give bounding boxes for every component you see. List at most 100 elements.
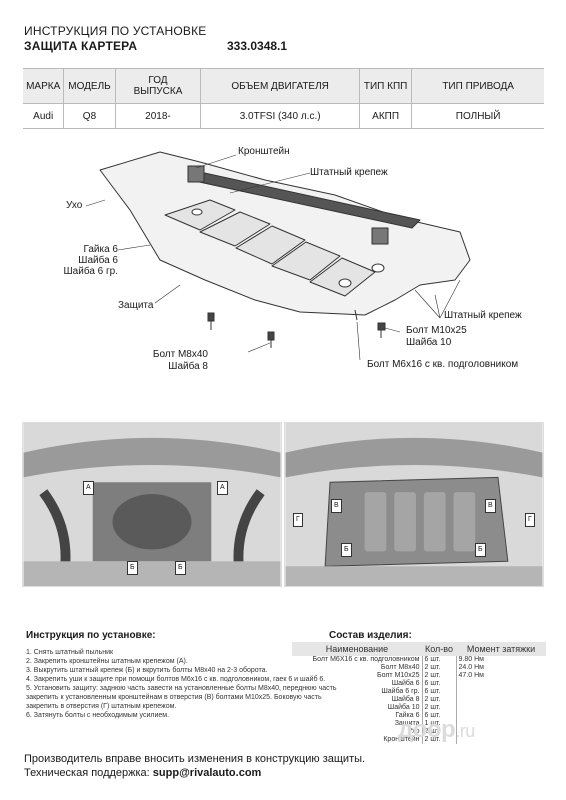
marker-g-right: Г [525, 513, 535, 527]
item-name: Ухо [408, 728, 420, 735]
watermark-main: доор [398, 716, 456, 743]
col-drive: ТИП ПРИВОДА [411, 68, 544, 104]
marker-b-right: Б [175, 561, 186, 575]
table-row: Шайба 6 гр.6 шт. [292, 688, 546, 696]
col-year: ГОД ВЫПУСКА [114, 68, 201, 104]
col-model: МОДЕЛЬ [63, 68, 116, 104]
part-number: 333.0348.1 [227, 39, 288, 53]
item-torque [456, 680, 546, 688]
label-washer: Шайба 6 [78, 255, 118, 266]
item-qty: 6 шт. [421, 680, 457, 688]
label-std-fastener-top: Штатный крепеж [310, 167, 388, 178]
label-bracket: Кронштейн [238, 146, 290, 157]
item-qty: 6 шт. [421, 656, 457, 664]
marker-b-right: Б [475, 543, 486, 557]
footer-disclaimer: Производитель вправе вносить изменения в… [24, 753, 366, 765]
item-qty: 2 шт. [421, 696, 457, 704]
cell-engine: 3.0TFSI (340 л.с.) [200, 103, 360, 129]
instruction-step: 1. Снять штатный пыльник [26, 649, 114, 656]
watermark-tld: .ru [455, 721, 475, 741]
item-qty: 2 шт. [421, 736, 457, 744]
vehicle-spec-table: МАРКА МОДЕЛЬ ГОД ВЫПУСКА ОБЪЕМ ДВИГАТЕЛЯ… [23, 68, 544, 129]
marker-v-left: В [331, 499, 342, 513]
label-nut: Гайка 6 [83, 244, 119, 255]
col-torque: Момент затяжки [456, 642, 546, 656]
guard-exploded-diagram: Кронштейн Штатный крепеж Ухо Гайка 6 Шай… [0, 140, 566, 380]
components-table: Наименование Кол-во Момент затяжки Болт … [292, 642, 546, 744]
item-name: Гайка 6 [395, 712, 420, 719]
item-name: Шайба 6 гр. [381, 688, 420, 695]
item-name: Болт M10x25 [377, 672, 420, 679]
item-name: Шайба 10 [387, 704, 420, 711]
label-washer-8: Шайба 8 [168, 361, 208, 372]
instruction-step: 6. Затянуть болты с необходимым усилием. [26, 712, 170, 719]
col-name: Наименование [292, 642, 422, 656]
item-name: Шайба 8 [391, 696, 420, 703]
label-bolt-m8: Болт M8x40 [152, 349, 208, 360]
col-gearbox: ТИП КПП [358, 68, 412, 104]
item-name: Шайба 6 [391, 680, 420, 687]
label-washer-gr: Шайба 6 гр. [63, 266, 118, 277]
col-brand: МАРКА [23, 68, 64, 104]
item-qty: 6 шт. [421, 712, 457, 720]
components-title: Состав изделия: [329, 630, 412, 641]
watermark-logo: доор.ru [398, 716, 475, 744]
instructions-title: Инструкция по установке: [26, 630, 156, 641]
marker-a-right: А [217, 481, 228, 495]
instruction-step: 5. Установить защиту: заднюю часть завес… [26, 685, 337, 710]
support-email[interactable]: supp@rivalauto.com [152, 767, 262, 779]
item-qty: 2 шт. [421, 664, 457, 672]
instruction-step: 4. Закрепить уши к защите при помощи бол… [26, 676, 326, 683]
label-guard: Защита [118, 300, 154, 311]
cell-brand: Audi [23, 103, 64, 129]
cell-model: Q8 [63, 103, 116, 129]
doc-subtitle: ЗАЩИТА КАРТЕРА [24, 39, 138, 53]
item-qty: 2 шт. [421, 704, 457, 712]
item-name: Болт M6X16 с кв. подголовником [312, 656, 420, 663]
instruction-step: 2. Закрепить кронштейны штатным крепежом… [26, 658, 188, 665]
document-header: ИНСТРУКЦИЯ ПО УСТАНОВКЕ ЗАЩИТА КАРТЕРА [24, 24, 206, 54]
underbody-after-drawing [285, 423, 543, 586]
instructions-list: 1. Снять штатный пыльник 2. Закрепить кр… [26, 648, 356, 720]
item-name: Болт M8x40 [380, 664, 420, 671]
item-torque [456, 696, 546, 704]
photo-underbody-before: А А Б Б [22, 422, 282, 587]
photo-underbody-after: В В Г Г Б Б [284, 422, 544, 587]
item-qty: 2 шт. [421, 672, 457, 680]
item-name: Кронштейн [383, 736, 420, 743]
label-ear: Ухо [66, 200, 83, 211]
col-engine: ОБЪЕМ ДВИГАТЕЛЯ [200, 68, 360, 104]
item-torque: 24.0 Нм [458, 664, 484, 671]
label-std-fastener-right: Штатный крепеж [444, 310, 522, 321]
instruction-step: 3. Выкрутить штатный крепеж (Б) и вкрути… [26, 667, 268, 674]
underbody-before-drawing [23, 423, 281, 586]
marker-v-right: В [485, 499, 496, 513]
cell-drive: ПОЛНЫЙ [411, 103, 544, 129]
guard-drawing [85, 151, 471, 361]
item-qty: 2 шт. [421, 728, 457, 736]
footer-support: Техническая поддержка: supp@rivalauto.co… [24, 766, 365, 780]
item-torque [456, 704, 546, 712]
marker-a-left: А [83, 481, 94, 495]
item-torque [456, 688, 546, 696]
footer: Производитель вправе вносить изменения в… [24, 752, 365, 780]
support-label: Техническая поддержка: [24, 767, 150, 779]
item-name: Защита [394, 720, 420, 727]
cell-gearbox: АКПП [358, 103, 412, 129]
item-torque: 9.80 Нм [458, 656, 484, 663]
item-torque: 47.0 Нм [458, 672, 484, 679]
marker-b-left: Б [341, 543, 352, 557]
doc-title: ИНСТРУКЦИЯ ПО УСТАНОВКЕ [24, 24, 207, 38]
item-qty: 1 шт. [421, 720, 457, 728]
marker-b-left: Б [127, 561, 138, 575]
